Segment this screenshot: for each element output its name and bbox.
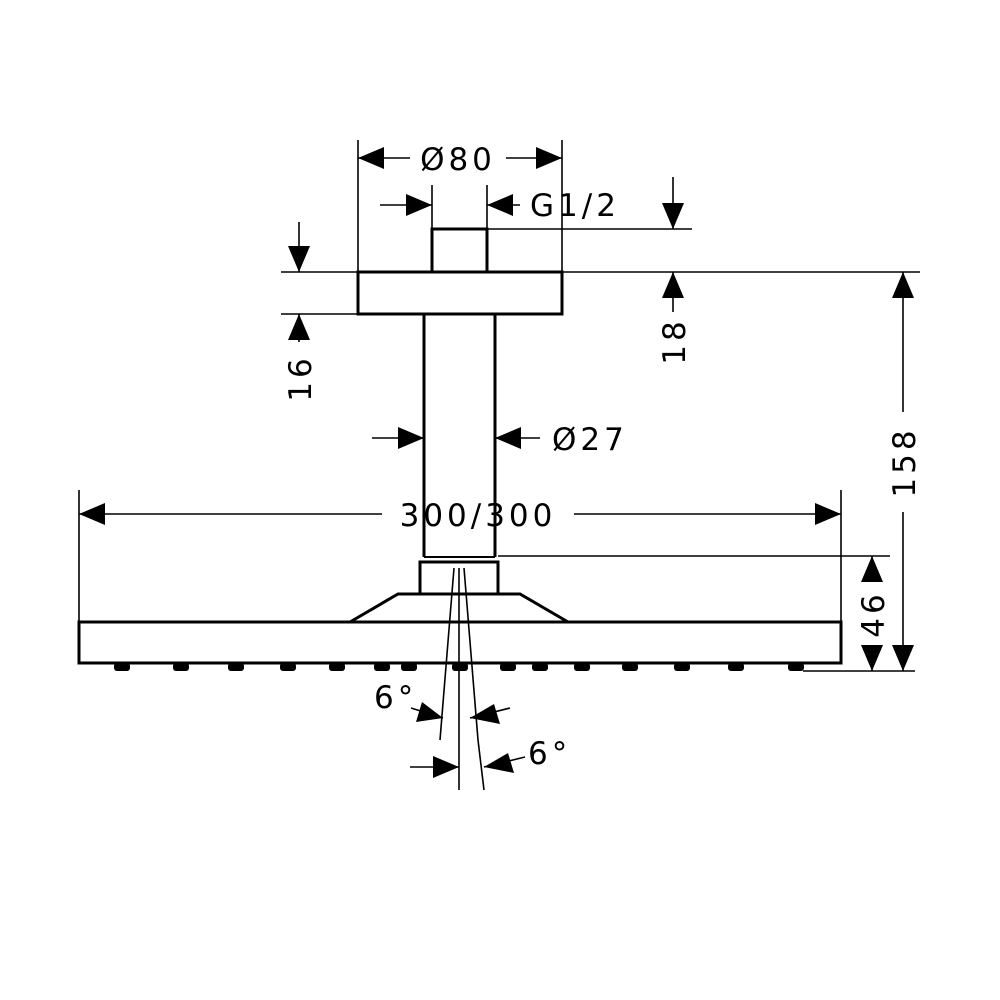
label-head-height: 46 [856,590,892,637]
dimension-head-height [861,556,883,671]
spray-nozzles [114,663,804,671]
shower-arm-pipe [422,314,497,557]
spray-nozzle [532,663,548,671]
label-thread: G1/2 [530,188,620,224]
spray-nozzle [228,663,244,671]
dimension-spray-angle [410,702,526,778]
dimension-thread [380,177,684,229]
spray-nozzle [500,663,516,671]
label-flange-offset: 18 [657,317,693,364]
spray-nozzle [788,663,804,671]
ceiling-flange [356,270,564,316]
spray-nozzle [728,663,744,671]
label-flange-thickness: 16 [283,354,319,401]
ceiling-connector-nipple [430,227,489,274]
dimension-total-height [892,272,914,671]
spray-nozzle [574,663,590,671]
spray-nozzle [452,663,468,671]
spray-nozzle [280,663,296,671]
spray-nozzle [674,663,690,671]
label-total-height: 158 [887,426,923,497]
dimension-flange-thickness [288,222,310,342]
dimension-mount-diameter [358,147,562,169]
spray-nozzle [329,663,345,671]
label-angle-left: 6° [374,680,417,716]
extension-lines [78,140,920,791]
spray-nozzle [622,663,638,671]
label-mount-diameter: Ø80 [420,142,496,178]
dimension-pipe-diameter [372,427,540,449]
spray-nozzle [173,663,189,671]
shower-head-plate [77,620,843,665]
label-head-size: 300/300 [400,498,557,534]
spray-nozzle [374,663,390,671]
dimension-head-size [79,503,841,525]
dimension-flange-offset [662,272,684,312]
label-pipe-diameter: Ø27 [552,422,628,458]
label-angle-right: 6° [528,736,571,772]
spray-nozzle [401,663,417,671]
spray-nozzle [114,663,130,671]
